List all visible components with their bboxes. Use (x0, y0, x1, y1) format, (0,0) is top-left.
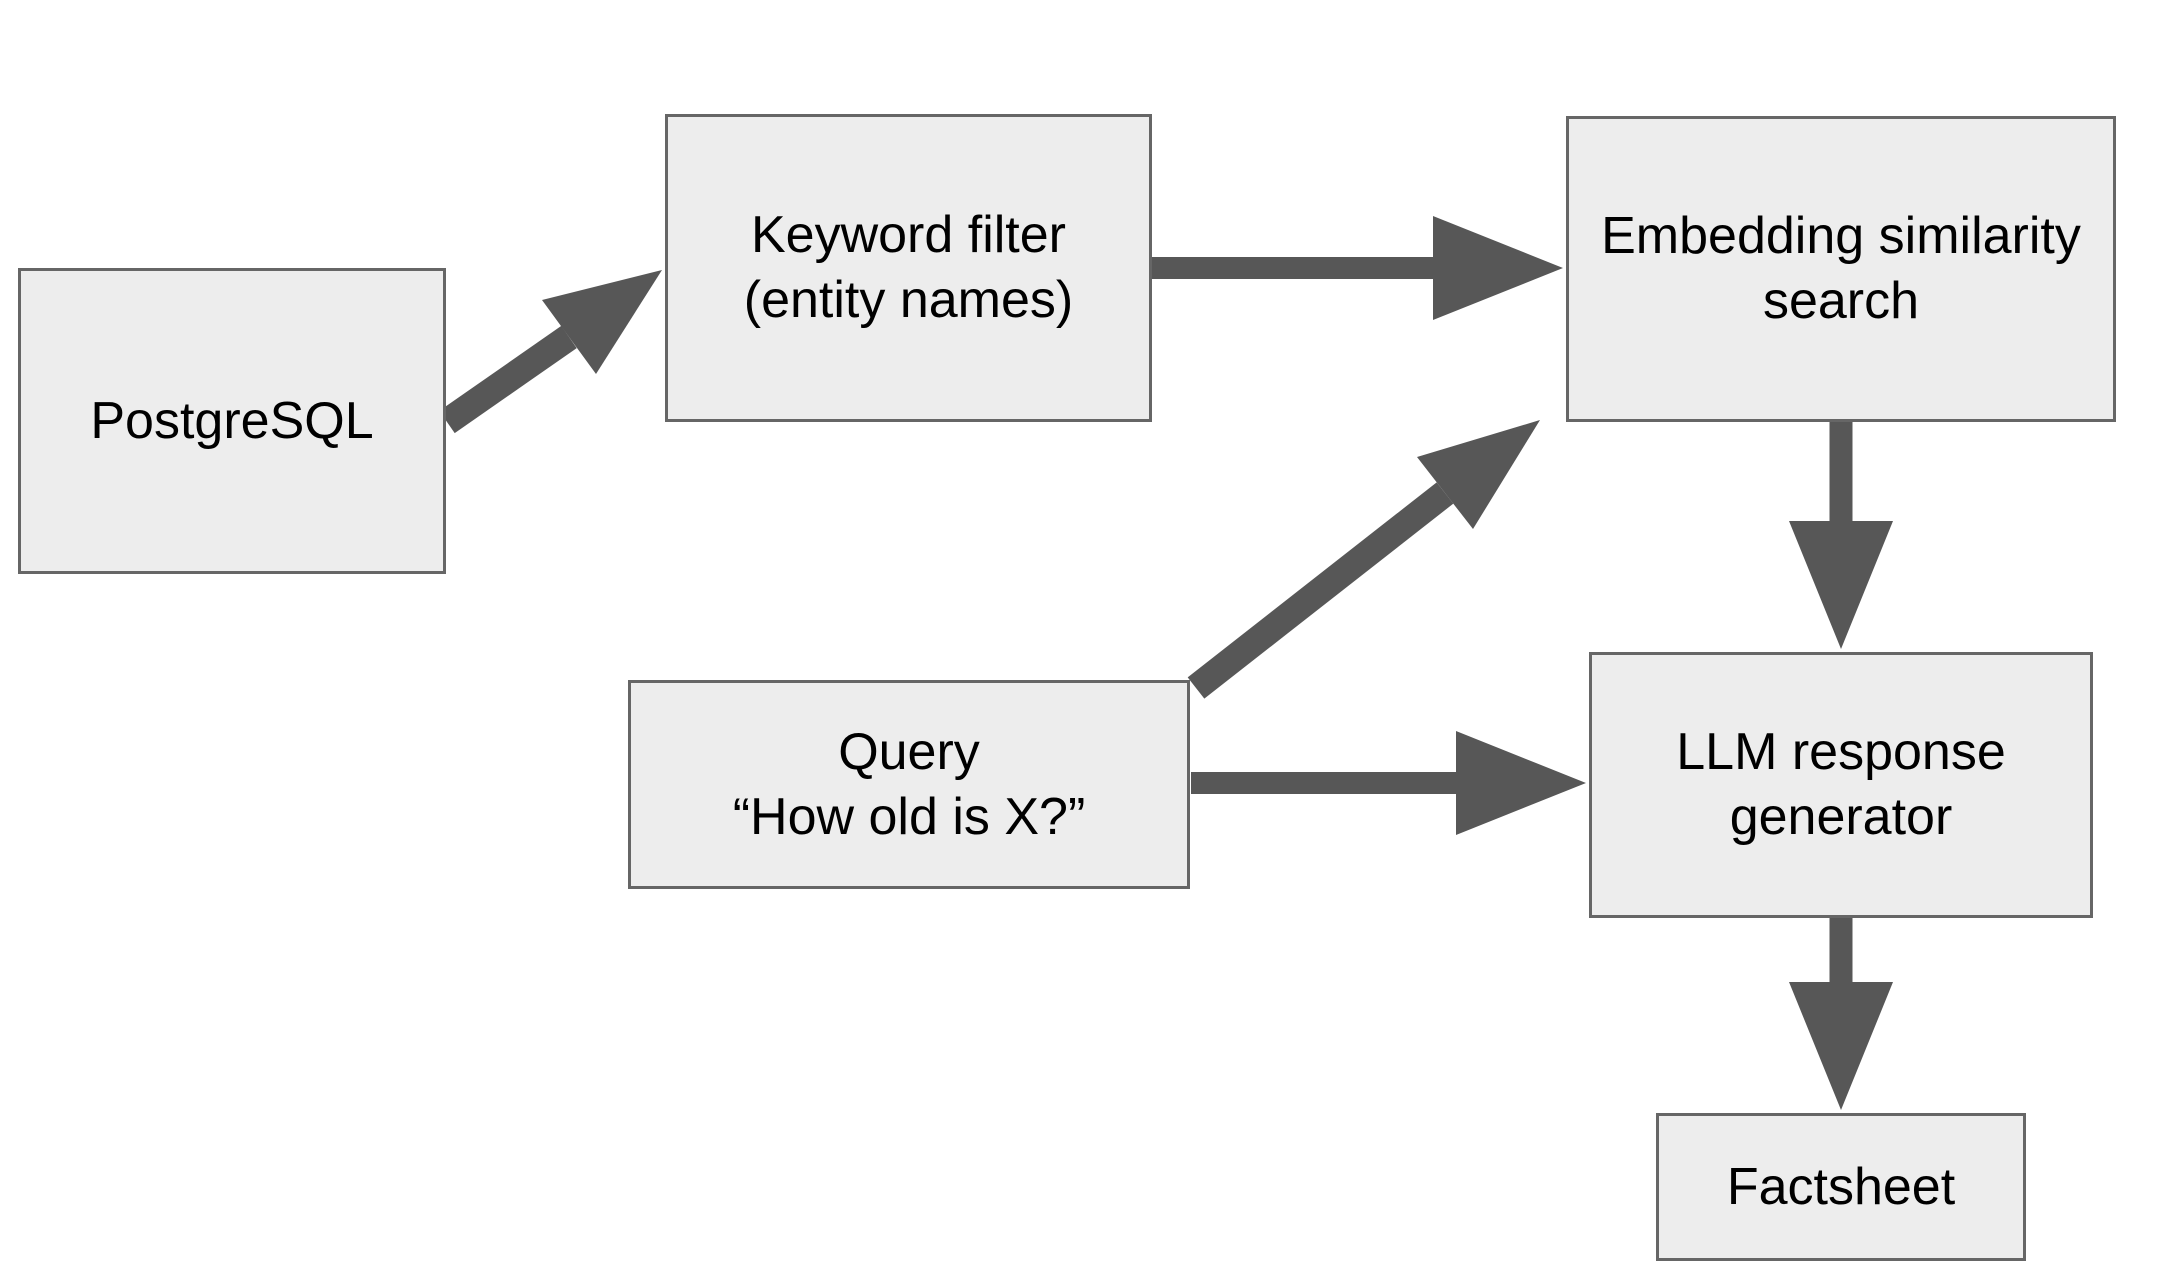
node-postgresql-label: PostgreSQL (90, 391, 374, 450)
node-llm-response-generator-label: LLM response generator (1676, 723, 2006, 846)
arrow-query-to-llm-response-generator (1191, 731, 1586, 835)
arrow-keyword-filter-to-embedding-similarity-search (1152, 216, 1563, 320)
arrow-query-to-embedding-similarity-search (1187, 420, 1540, 699)
node-llm-response-generator: LLM response generator (1589, 652, 2093, 918)
arrow-llm-response-generator-to-factsheet (1789, 918, 1893, 1110)
node-embedding-similarity-search: Embedding similarity search (1566, 116, 2116, 422)
node-query: Query “How old is X?” (628, 680, 1190, 889)
node-keyword-filter-label: Keyword filter (entity names) (743, 206, 1074, 329)
node-query-label: Query “How old is X?” (732, 722, 1086, 846)
node-embedding-similarity-search-label: Embedding similarity search (1601, 207, 2081, 330)
node-keyword-filter: Keyword filter (entity names) (665, 114, 1152, 422)
arrow-embedding-similarity-search-to-llm-response-generator (1789, 422, 1893, 649)
node-postgresql: PostgreSQL (18, 268, 446, 574)
node-factsheet: Factsheet (1656, 1113, 2026, 1261)
arrow-postgresql-to-keyword-filter (439, 270, 662, 434)
node-factsheet-label: Factsheet (1726, 1157, 1956, 1216)
